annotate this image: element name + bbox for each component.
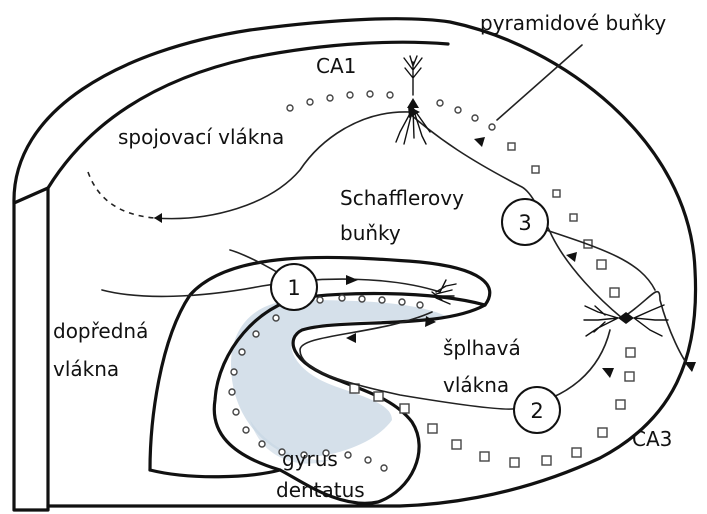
svg-text:3: 3	[518, 211, 531, 235]
svg-text:2: 2	[530, 399, 543, 423]
label-commissural-fibers: spojovací vlákna	[118, 125, 284, 149]
svg-text:1: 1	[287, 276, 300, 300]
label-ca1: CA1	[316, 54, 356, 78]
circuit-step-3: 3	[502, 199, 548, 245]
ca3-pyramidal-neuron	[584, 305, 668, 336]
label-perforant-line2: vlákna	[53, 357, 119, 381]
label-pyramidal-cells: pyramidové buňky	[480, 11, 666, 35]
label-mossy-line1: šplhavá	[443, 336, 521, 360]
label-ca3: CA3	[632, 427, 672, 451]
ca1-pyramidal-layer	[287, 91, 495, 130]
circuit-step-1: 1	[271, 264, 317, 310]
label-dentate-line2: dentatus	[276, 478, 365, 502]
label-mossy-line2: vlákna	[443, 373, 509, 397]
label-perforant-line1: dopředná	[53, 319, 148, 343]
label-schaffer-line2: buňky	[340, 221, 401, 245]
ca1-pyramidal-neuron	[396, 56, 430, 144]
dentate-granule-cell	[432, 280, 456, 304]
schaffer-collateral	[410, 114, 692, 370]
label-schaffer-line1: Schafflerovy	[340, 186, 464, 210]
label-dentate-line1: gyrus	[282, 447, 338, 471]
circuit-step-2: 2	[514, 387, 560, 433]
